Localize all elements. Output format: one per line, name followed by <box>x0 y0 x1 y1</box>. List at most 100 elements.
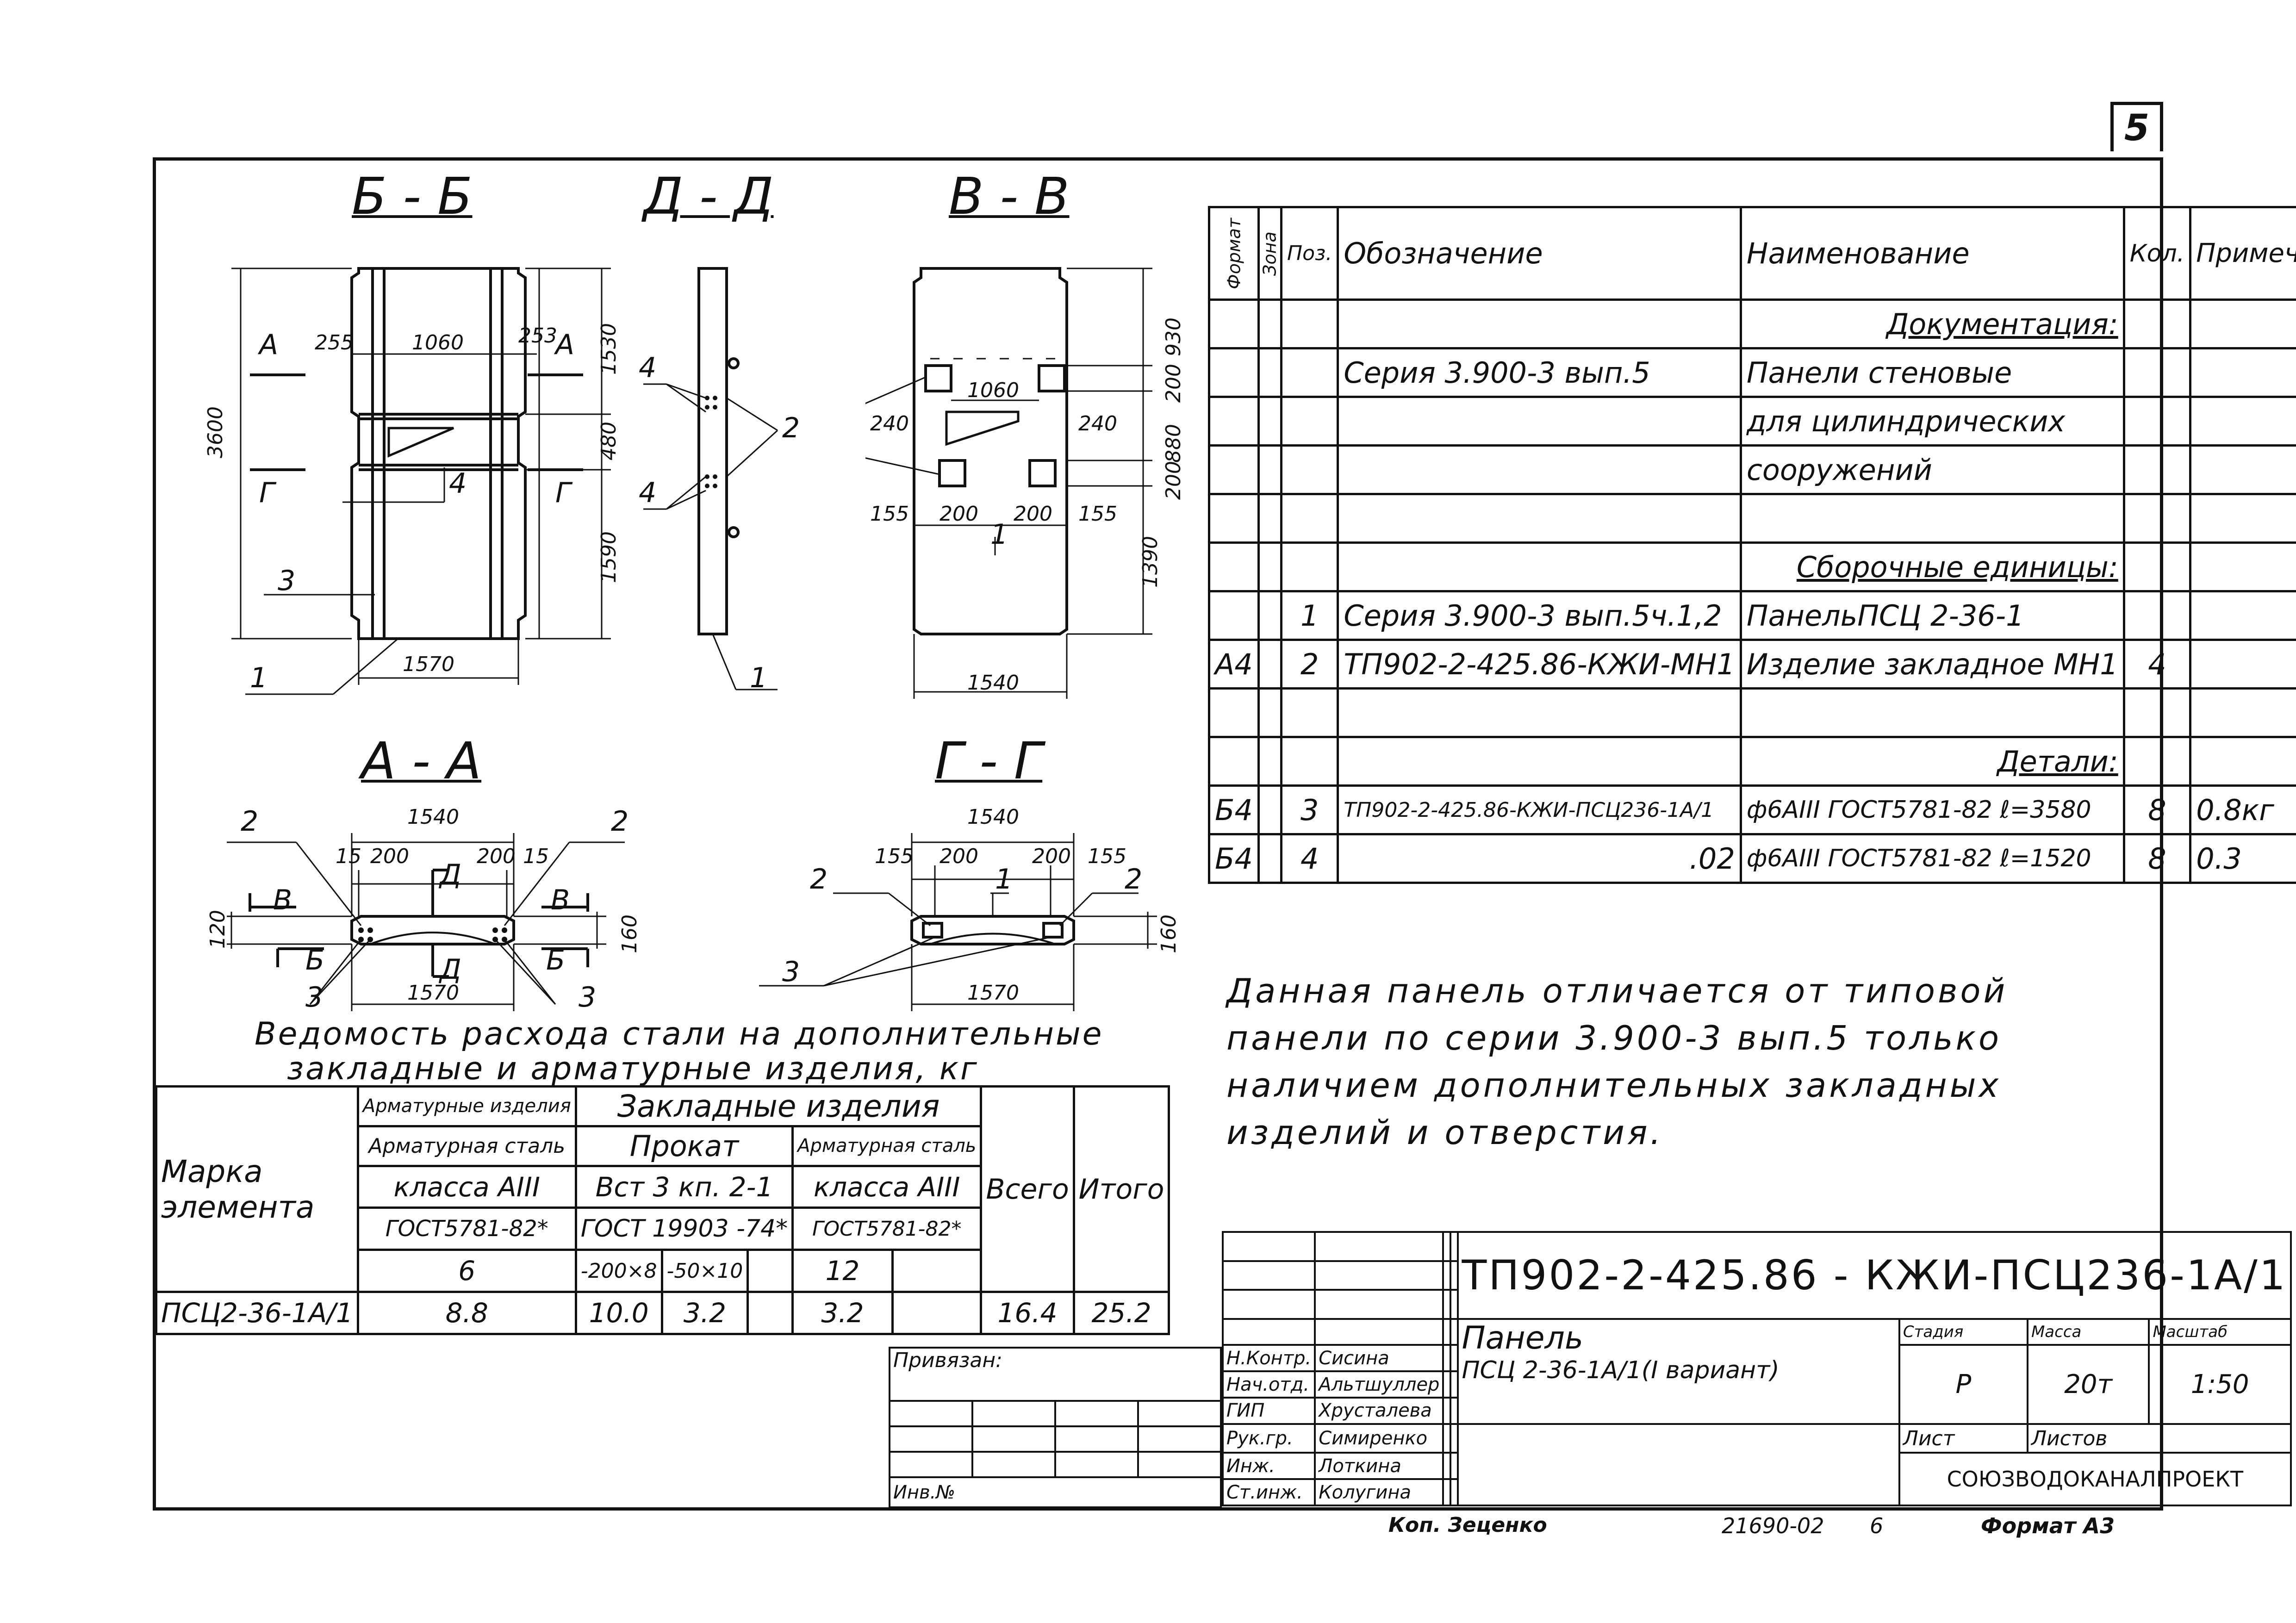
spec-row: для цилиндрических <box>1208 396 2296 447</box>
spec-cell <box>2189 541 2296 592</box>
drawing-vv-elevation <box>865 267 1152 699</box>
spec-cell <box>1280 347 1339 398</box>
spec-cell: 4 <box>1280 833 1339 884</box>
spec-row: Сборочные единицы: <box>1208 541 2296 592</box>
drawing-code: ТП902-2-425.86 - КЖИ-ПСЦ236-1А/1 <box>1457 1231 2292 1320</box>
spec-cell <box>2122 347 2192 398</box>
dim-1590: 1590 <box>597 531 621 583</box>
spec-row: Документация: <box>1208 298 2296 349</box>
footer-format: Формат А3 <box>1981 1513 2115 1538</box>
spec-cell: Б4 <box>1208 784 1260 835</box>
dim-480: 480 <box>597 422 621 460</box>
steel-title-1: Ведомость расхода стали на дополнительны… <box>255 1016 1104 1052</box>
steel-sub-rebar: Арматурная сталь <box>356 1125 577 1167</box>
person-3: Хрусталева <box>1314 1396 1444 1425</box>
spec-cell <box>1208 541 1260 592</box>
spec-cell <box>1257 639 1282 690</box>
title-name-line-2: ПСЦ 2-36-1А/1(I вариант) <box>1462 1356 1780 1384</box>
spec-cell: 0.8кг <box>2189 784 2296 835</box>
person-4: Симиренко <box>1314 1423 1444 1454</box>
callout-4-upper: 4 <box>639 352 657 384</box>
callout-2-aa-left: 2 <box>241 805 259 838</box>
section-title-vv: В - В <box>949 167 1070 226</box>
inventory-label: Инв.№ <box>889 1476 1222 1508</box>
spec-cell <box>1280 493 1339 544</box>
spec-cell: 4 <box>2122 639 2192 690</box>
spec-cell: для цилиндрических <box>1739 396 2125 447</box>
dim-1530: 1530 <box>597 323 621 375</box>
cut-label-d-bottom: Д <box>440 953 461 986</box>
callout-2-gg-left: 2 <box>810 863 828 895</box>
callout-1-dd: 1 <box>750 662 768 694</box>
spec-cell <box>1337 396 1742 447</box>
spec-cell: ф6АIII ГОСТ5781-82 ℓ=1520 <box>1739 833 2125 884</box>
callout-2-gg-right: 2 <box>1125 863 1143 895</box>
spec-cell: ТП902-2-425.86-КЖИ-ПСЦ236-1А/1 <box>1337 784 1742 835</box>
person-2: Альтшуллер <box>1314 1370 1444 1399</box>
spec-cell <box>1208 298 1260 349</box>
steel-gost-3: ГОСТ5781-82* <box>791 1206 983 1251</box>
organization: СОЮЗВОДОКАНАЛПРОЕКТ <box>1898 1452 2292 1506</box>
spec-cell: Б4 <box>1208 833 1260 884</box>
dim-15-right: 15 <box>523 845 549 868</box>
specification-table: Формат Зона Поз. Обозначение Наименовани… <box>1208 206 2296 884</box>
spec-cell <box>1257 736 1282 787</box>
spec-cell: Панели стеновые <box>1739 347 2125 398</box>
section-title-bb: Б - Б <box>352 167 473 226</box>
spec-row <box>1208 493 2296 544</box>
steel-schedule-table: Марка элемента Арматурные изделия Заклад… <box>155 1085 1170 1335</box>
dim-1540-gg: 1540 <box>967 805 1019 829</box>
spec-header-designation: Обозначение <box>1337 206 1742 301</box>
steel-group-embedded: Закладные изделия <box>574 1085 983 1127</box>
spec-cell: 3 <box>1280 784 1339 835</box>
steel-diam-2b: -50×10 <box>660 1249 749 1293</box>
spec-cell <box>2189 590 2296 641</box>
note-line-3: наличием дополнительных закладных <box>1226 1066 2002 1105</box>
spec-header-zone: Зона <box>1258 207 1282 300</box>
binding-label: Привязан: <box>889 1347 1222 1402</box>
spec-cell: .02 <box>1337 833 1742 884</box>
cut-label-g-left: Г <box>259 477 275 509</box>
spec-cell <box>1337 444 1742 495</box>
spec-row: сооружений <box>1208 444 2296 495</box>
steel-row-grand: 25.2 <box>1072 1291 1170 1335</box>
spec-cell <box>1208 347 1260 398</box>
spec-cell <box>1337 298 1742 349</box>
callout-3-gg: 3 <box>782 956 800 988</box>
dim-1570-aa: 1570 <box>407 981 459 1005</box>
steel-diam-1: 6 <box>356 1249 577 1293</box>
dim-880: 880 <box>1162 424 1185 463</box>
spec-cell <box>1208 687 1260 738</box>
steel-row-empty <box>747 1291 794 1335</box>
section-title-gg: Г - Г <box>935 731 1043 790</box>
spec-cell: ТП902-2-425.86-КЖИ-МН1 <box>1337 639 1742 690</box>
spec-cell <box>1280 396 1339 447</box>
spec-cell: сооружений <box>1739 444 2125 495</box>
spec-cell <box>2122 396 2192 447</box>
spec-cell <box>1208 493 1260 544</box>
spec-cell <box>2122 736 2192 787</box>
spec-header-qty: Кол. <box>2122 206 2192 301</box>
callout-3-aa-left: 3 <box>305 981 324 1014</box>
dim-155-gg-right: 155 <box>1088 845 1126 868</box>
footer-order: 21690-02 <box>1722 1513 1824 1538</box>
spec-cell <box>2189 687 2296 738</box>
spec-cell <box>1257 784 1282 835</box>
stage-header: Стадия <box>1898 1318 2028 1346</box>
callout-4: 4 <box>449 467 467 500</box>
drawing-dd-section <box>643 267 778 690</box>
sheets-header: Листов <box>2026 1423 2292 1454</box>
spec-cell <box>1208 396 1260 447</box>
dim-155-right: 155 <box>1078 502 1117 526</box>
steel-class-1: класса АIII <box>356 1164 577 1209</box>
dim-255: 255 <box>315 331 354 354</box>
spec-header-format: Формат <box>1209 207 1259 300</box>
role-2: Нач.отд. <box>1221 1370 1316 1399</box>
dim-160-gg: 160 <box>1157 914 1181 953</box>
cut-label-g-right: Г <box>555 477 571 509</box>
spec-cell: Документация: <box>1739 298 2125 349</box>
note-block: Данная панель отличается от типовой пане… <box>1226 967 2008 1156</box>
spec-cell <box>1280 736 1339 787</box>
spec-cell: 0.3 <box>2189 833 2296 884</box>
dim-15-left: 15 <box>336 845 361 868</box>
